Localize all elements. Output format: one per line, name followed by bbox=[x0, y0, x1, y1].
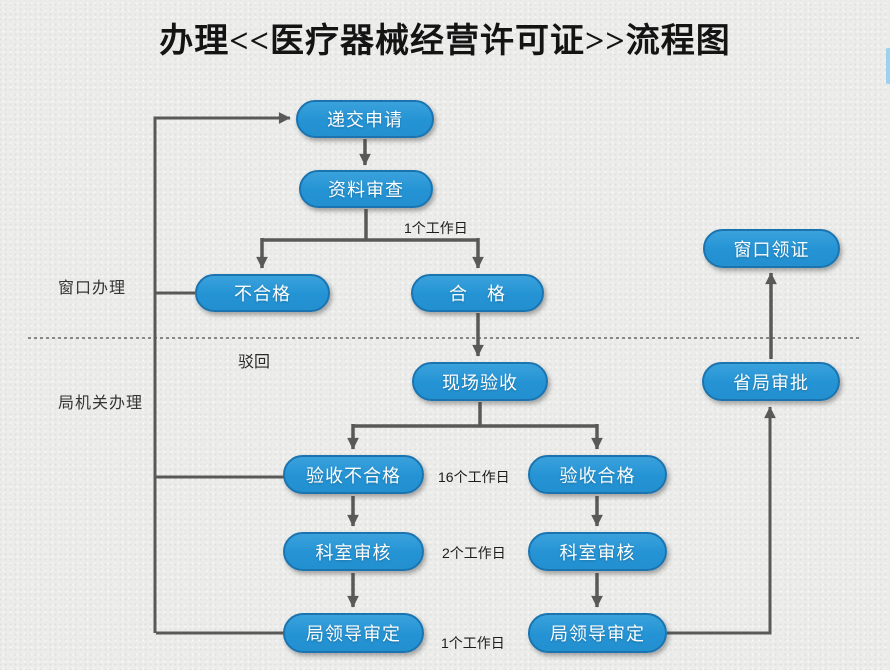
node-document-review: 资料审查 bbox=[299, 170, 433, 208]
node-qualified: 合 格 bbox=[411, 274, 544, 312]
label-reject: 驳回 bbox=[238, 354, 271, 371]
node-acceptance-fail: 验收不合格 bbox=[283, 455, 424, 494]
node-dept-review-right: 科室审核 bbox=[528, 532, 667, 571]
node-onsite-acceptance: 现场验收 bbox=[412, 362, 548, 401]
label-leader-duration: 1个工作日 bbox=[441, 635, 505, 651]
edge-leader-to-provincial bbox=[667, 406, 776, 635]
node-dept-review-left: 科室审核 bbox=[283, 532, 424, 571]
edge-review-branch bbox=[262, 209, 478, 242]
lane-label-bureau-handling: 局机关办理 bbox=[58, 395, 144, 412]
node-leader-approval-right: 局领导审定 bbox=[528, 613, 667, 653]
right-edge-accent-strip bbox=[886, 48, 890, 84]
lane-label-window-handling: 窗口办理 bbox=[58, 280, 127, 297]
node-unqualified: 不合格 bbox=[195, 274, 330, 312]
page-title: 办理<<医疗器械经营许可证>>流程图 bbox=[159, 23, 731, 60]
edge-loop-back-to-submit bbox=[153, 112, 291, 633]
node-collect-certificate: 窗口领证 bbox=[703, 229, 840, 268]
node-acceptance-pass: 验收合格 bbox=[528, 455, 667, 494]
label-review-duration: 1个工作日 bbox=[404, 220, 468, 236]
node-provincial-approval: 省局审批 bbox=[702, 362, 840, 401]
node-submit-application: 递交申请 bbox=[296, 100, 434, 138]
node-leader-approval-left: 局领导审定 bbox=[283, 613, 424, 653]
edge-onsite-branch bbox=[353, 402, 597, 428]
label-dept-duration: 2个工作日 bbox=[442, 545, 506, 561]
label-acceptance-duration: 16个工作日 bbox=[438, 469, 510, 485]
